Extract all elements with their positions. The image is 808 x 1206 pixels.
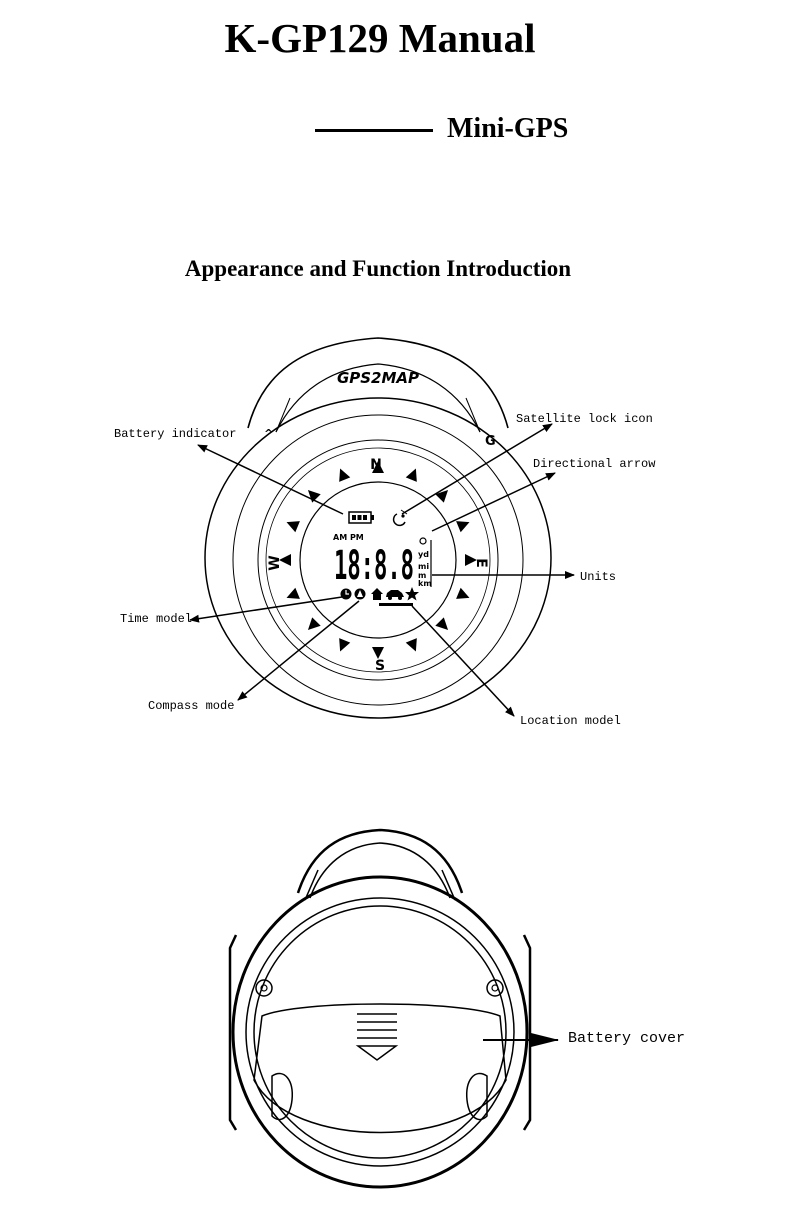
label-battery-cover: Battery cover <box>568 1030 685 1047</box>
callout-line-satellite <box>401 423 553 515</box>
device-front: GPS2MAP ^ G N S E W AM PM 18:8.8 <box>114 337 656 728</box>
lcd-unit-yd: yd <box>418 550 429 559</box>
subtitle: Mini-GPS <box>447 113 569 144</box>
callout-line-battery <box>197 444 344 515</box>
lcd-screen <box>299 481 457 639</box>
screw-left <box>255 979 273 997</box>
lcd-degree-icon <box>419 537 427 545</box>
home-icon <box>371 588 383 600</box>
back-ring-2 <box>245 897 515 1167</box>
callout-line-location <box>411 605 515 717</box>
front-ring-3 <box>257 439 499 681</box>
car-icon <box>386 590 404 600</box>
compass-icon <box>354 588 366 600</box>
label-units: Units <box>580 570 616 584</box>
direction-arrow-icon <box>307 617 321 631</box>
lcd-unit-m: m <box>418 571 426 580</box>
callout-line-time <box>189 596 343 623</box>
direction-arrow-icon <box>286 521 300 533</box>
battery-cover <box>253 1003 507 1134</box>
lcd-unit-mi: mi <box>418 562 429 571</box>
direction-south: S <box>375 658 385 674</box>
front-lanyard-loop <box>247 337 509 429</box>
cover-grip-lines <box>357 1013 397 1039</box>
label-time-model: Time model <box>120 612 192 626</box>
subtitle-rule <box>315 129 433 132</box>
satellite-icon <box>392 509 408 527</box>
brand-logo: GPS2MAP <box>337 369 419 387</box>
location-underline <box>379 603 413 606</box>
direction-arrow-icon <box>456 521 470 533</box>
direction-arrow-icon <box>435 489 449 503</box>
section-title: Appearance and Function Introduction <box>184 256 572 281</box>
right-latch <box>466 1072 488 1121</box>
label-directional-arrow: Directional arrow <box>533 457 656 471</box>
front-ring-4 <box>265 447 491 673</box>
page-title: K-GP129 Manual <box>224 15 536 61</box>
direction-arrow-icon <box>339 468 351 482</box>
direction-arrow-icon <box>435 617 449 631</box>
front-ring-2 <box>232 414 524 706</box>
direction-arrow-icon <box>286 587 300 599</box>
lcd-digits: 18:8.8 <box>334 543 414 589</box>
screw-right <box>486 979 504 997</box>
right-grip <box>522 934 532 1131</box>
cover-arrow-down-icon <box>355 1045 399 1061</box>
callout-line-compass <box>237 600 360 701</box>
front-body-outer <box>204 397 552 719</box>
back-lanyard-loop <box>296 828 464 894</box>
left-button-chevron-icon: ^ <box>264 427 273 440</box>
direction-arrow-icon <box>279 554 291 566</box>
callout-line-direction <box>431 472 556 532</box>
direction-arrow-icon <box>339 638 351 652</box>
direction-west: W <box>267 555 283 570</box>
back-body-outer <box>231 875 529 1189</box>
back-ring-3 <box>253 905 507 1159</box>
power-button-icon: G <box>485 434 496 449</box>
direction-east: E <box>473 558 489 568</box>
directional-arrow-ring <box>279 461 477 659</box>
battery-icon <box>348 511 374 524</box>
back-lanyard-inner <box>309 842 451 899</box>
left-grip <box>228 934 238 1131</box>
label-compass-mode: Compass mode <box>148 699 234 713</box>
label-battery-indicator: Battery indicator <box>114 427 236 441</box>
direction-arrow-icon <box>465 554 477 566</box>
front-lanyard-inner <box>275 363 481 433</box>
direction-arrow-icon <box>372 461 384 473</box>
left-latch <box>271 1072 293 1121</box>
device-back: Battery cover <box>228 828 685 1189</box>
label-satellite-lock: Satellite lock icon <box>516 412 653 426</box>
direction-arrow-icon <box>405 638 417 652</box>
lcd-unit-km: km <box>418 579 432 588</box>
lcd-ampm: AM PM <box>333 533 364 542</box>
clock-icon <box>340 588 352 600</box>
direction-arrow-icon <box>456 587 470 599</box>
star-icon <box>405 587 419 601</box>
label-location-model: Location model <box>520 714 621 728</box>
direction-arrow-icon <box>372 647 384 659</box>
direction-arrow-icon <box>405 468 417 482</box>
